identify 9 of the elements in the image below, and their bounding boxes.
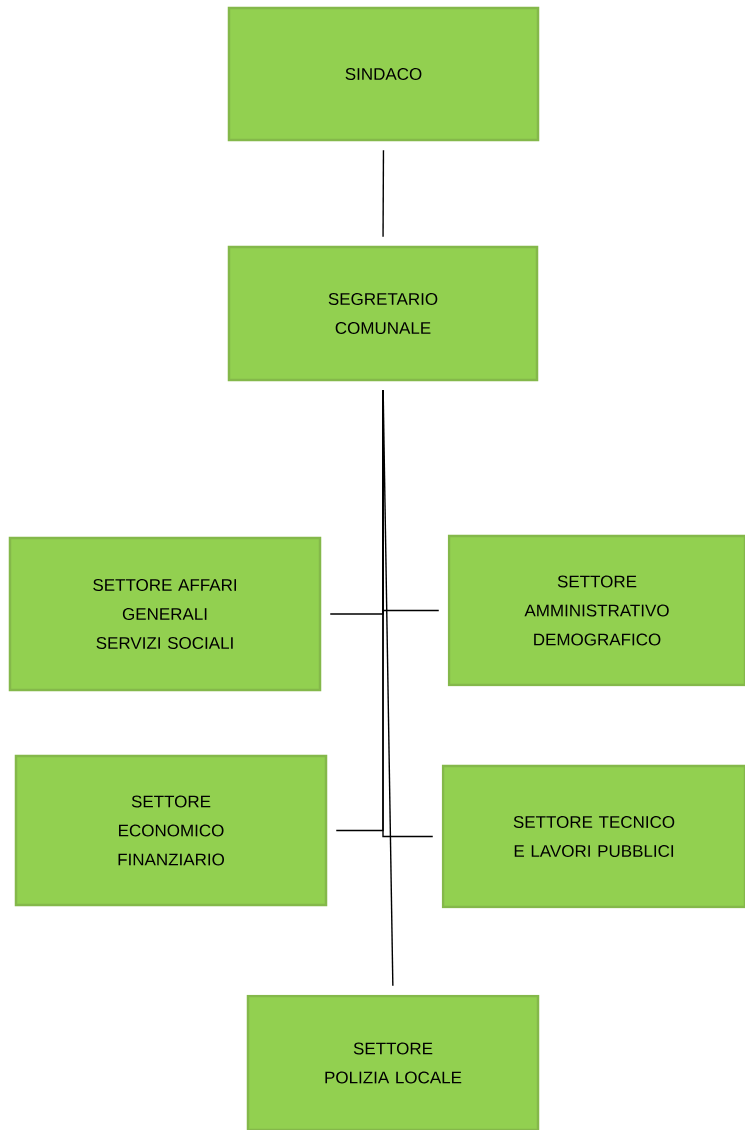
org-box: SETTORE AMMINISTRATIVO DEMOGRAFICO: [447, 534, 745, 687]
connector-line: [382, 389, 394, 987]
org-box: SEGRETARIO COMUNALE: [227, 245, 539, 382]
org-box: SETTORE POLIZIA LOCALE: [246, 994, 540, 1130]
org-box: SETTORE TECNICO E LAVORI PUBBLICI: [441, 764, 745, 909]
connector-line: [382, 149, 385, 238]
org-box: SETTORE AFFARI GENERALI SERVIZI SOCIALI: [8, 536, 322, 692]
org-box: SETTORE ECONOMICO FINANZIARIO: [14, 754, 328, 907]
org-box: SINDACO: [227, 6, 540, 142]
